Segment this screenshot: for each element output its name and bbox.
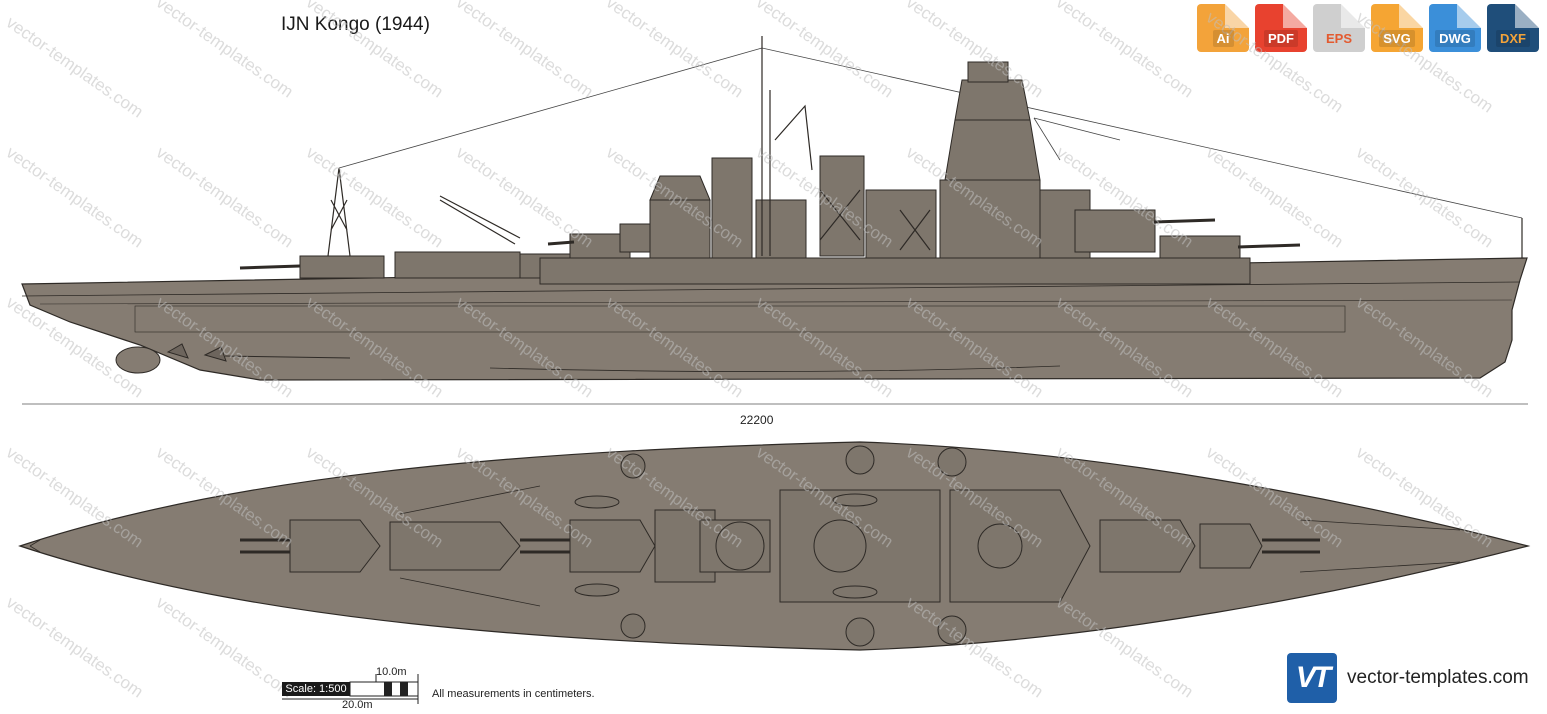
brand-name: vector-templates.com <box>1347 667 1529 688</box>
download-pdf-button[interactable]: PDF <box>1255 4 1307 52</box>
scale-ruler <box>282 674 419 704</box>
watermark-text: vector-templates.com <box>3 593 147 702</box>
scale-long-label: 20.0m <box>342 699 373 711</box>
watermark-text: vector-templates.com <box>453 143 597 252</box>
rigging-lines <box>338 47 1523 219</box>
scale-short-label: 10.0m <box>376 666 407 678</box>
brand-logo-icon: VT <box>1287 653 1337 703</box>
watermark-text: vector-templates.com <box>153 593 297 702</box>
aft-turret <box>299 255 385 279</box>
watermark-text: vector-templates.com <box>1203 143 1347 252</box>
fore-funnel <box>819 155 865 257</box>
svg-file-icon: SVG <box>1379 30 1415 47</box>
watermark-text: vector-templates.com <box>1353 8 1497 117</box>
watermark-text: vector-templates.com <box>153 0 297 101</box>
deck-fittings <box>289 445 1263 647</box>
download-dwg-button[interactable]: DWG <box>1429 4 1481 52</box>
download-eps-button[interactable]: EPS <box>1313 4 1365 52</box>
eps-file-icon: EPS <box>1325 31 1352 46</box>
download-svg-button[interactable]: SVG <box>1371 4 1423 52</box>
page-title: IJN Kongo (1944) <box>281 14 430 35</box>
watermark-text: vector-templates.com <box>603 0 747 101</box>
ai-file-icon: Ai <box>1212 30 1234 47</box>
side-profile-view <box>21 36 1528 381</box>
pdf-file-icon: PDF <box>1264 30 1298 47</box>
watermark-text: vector-templates.com <box>453 0 597 101</box>
rudder <box>115 346 161 374</box>
format-download-bar: Ai PDF EPS SVG DWG DXF <box>1197 4 1539 52</box>
watermark-text: vector-templates.com <box>1353 143 1497 252</box>
watermark-text: vector-templates.com <box>303 0 447 101</box>
aft-funnel-plan <box>715 521 765 571</box>
watermark-text: vector-templates.com <box>3 13 147 122</box>
measurement-note: All measurements in centimeters. <box>432 688 595 700</box>
download-dxf-button[interactable]: DXF <box>1487 4 1539 52</box>
superstructure <box>299 61 1251 285</box>
brand-footer[interactable]: VT vector-templates.com <box>1287 653 1529 703</box>
scale-ratio-label: Scale: 1:500 <box>282 682 350 696</box>
watermark-text: vector-templates.com <box>153 143 297 252</box>
hull-side <box>21 257 1528 381</box>
watermark-text: vector-templates.com <box>303 143 447 252</box>
gun-barrels-plan <box>240 538 1320 554</box>
aft-turret-plan <box>289 519 381 573</box>
length-dimension-label: 22200 <box>740 413 774 427</box>
watermark-text: vector-templates.com <box>1053 0 1197 101</box>
watermark-text: vector-templates.com <box>3 143 147 252</box>
download-ai-button[interactable]: Ai <box>1197 4 1249 52</box>
aft-funnel <box>711 157 753 259</box>
gun-barrels <box>239 218 1301 270</box>
top-plan-view <box>18 441 1531 651</box>
dxf-file-icon: DXF <box>1496 30 1530 47</box>
propeller <box>166 343 189 359</box>
dwg-file-icon: DWG <box>1435 30 1475 47</box>
fore-funnel-plan <box>813 519 867 573</box>
hull-plan <box>18 441 1531 651</box>
forward-turret-plan <box>1099 519 1196 573</box>
turret-2 <box>1074 209 1156 253</box>
watermark-text: vector-templates.com <box>1203 8 1347 117</box>
masts-and-cranes <box>327 36 1523 258</box>
